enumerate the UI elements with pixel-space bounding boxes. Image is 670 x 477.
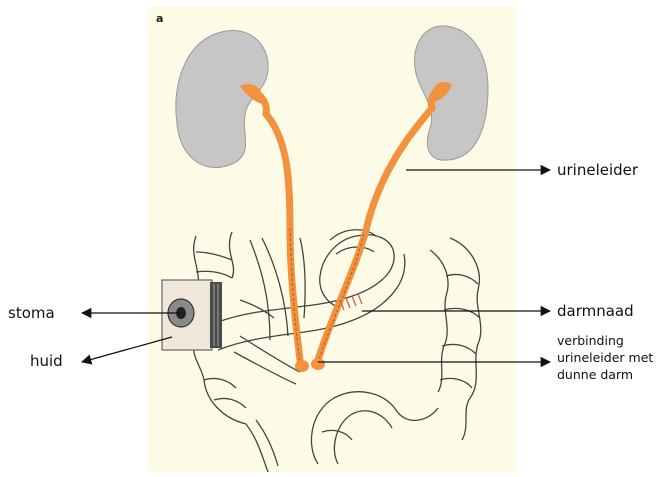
label-verbinding-line-2: urineleider met [557, 350, 653, 366]
panel-letter: a [156, 12, 163, 25]
label-darmnaad: darmnaad [557, 302, 634, 320]
label-huid: huid [30, 352, 63, 370]
label-verbinding-line-1: verbinding [557, 333, 624, 349]
label-stoma: stoma [8, 304, 55, 322]
label-verbinding-line-3: dunne darm [557, 367, 633, 383]
label-urineleider: urineleider [557, 161, 638, 179]
